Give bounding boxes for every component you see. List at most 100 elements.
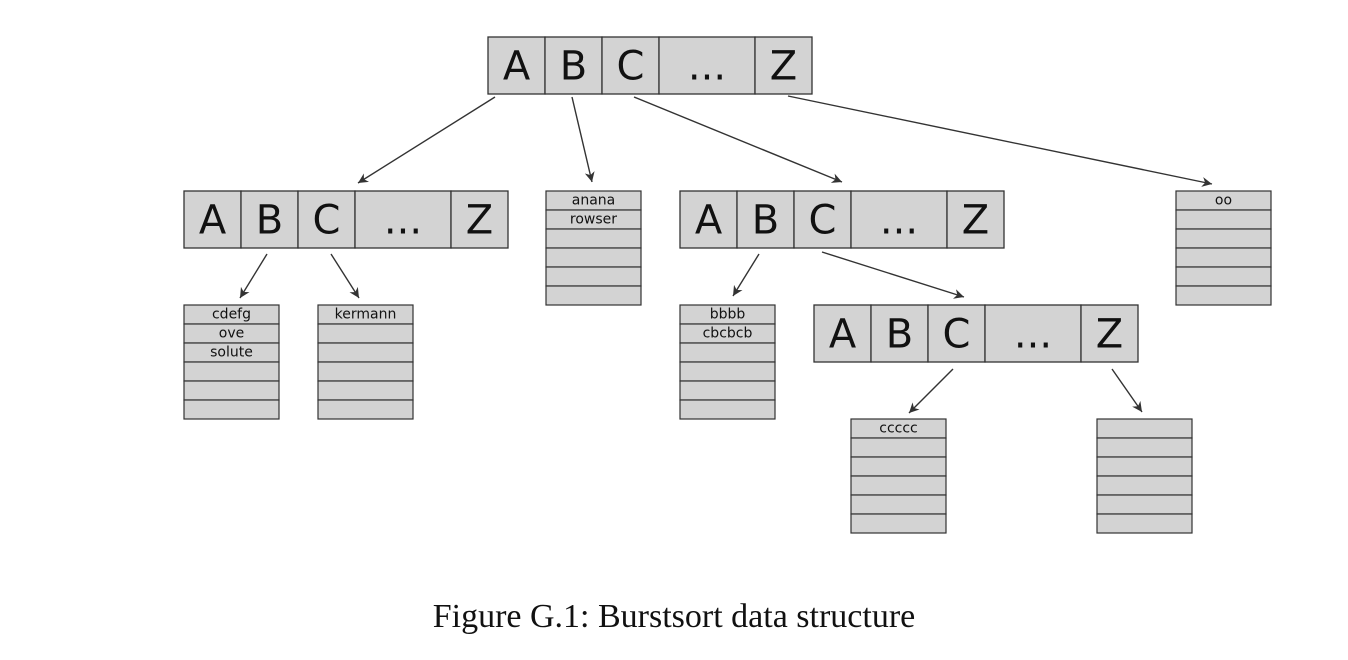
- trie-cell: Z: [450, 190, 509, 249]
- trie-cell: B: [736, 190, 795, 249]
- trie-cell: B: [240, 190, 299, 249]
- bucket-b-empty: [1096, 418, 1193, 534]
- pointer-arrow: [239, 253, 268, 299]
- figure-caption: Figure G.1: Burstsort data structure: [432, 598, 916, 635]
- trie-cell-box: [240, 190, 299, 249]
- trie-cell-box: [544, 36, 603, 95]
- pointer-arrow: [633, 96, 843, 183]
- trie-cell-box: [793, 190, 852, 249]
- trie-cell-label: B: [256, 198, 283, 244]
- trie-cell-box: [870, 304, 929, 363]
- bucket-entry: ccccc: [879, 421, 918, 437]
- trie-cell: C: [601, 36, 660, 95]
- trie-cell-label: B: [752, 198, 779, 244]
- bucket-slot: [850, 475, 947, 496]
- trie-cell-box: [601, 36, 660, 95]
- bucket-slot: [545, 247, 642, 268]
- trie-cell: ...: [354, 190, 452, 249]
- bucket-slot: [850, 494, 947, 515]
- bucket-slot: [183, 361, 280, 382]
- pointer-arrow: [1111, 368, 1143, 413]
- bucket-slot: [545, 266, 642, 287]
- trie-cell: ...: [850, 190, 948, 249]
- pointer-arrow: [821, 251, 965, 299]
- trie-cell: A: [487, 36, 546, 95]
- trie-cell-box: [450, 190, 509, 249]
- trie-cell-box: [354, 190, 452, 249]
- trie-cell-box: [984, 304, 1082, 363]
- bucket-slot: [183, 399, 280, 420]
- bucket-entry: cdefg: [212, 307, 251, 323]
- bucket-slot: [317, 342, 414, 363]
- trie-cell: ...: [984, 304, 1082, 363]
- trie-cell-label: ...: [880, 198, 918, 244]
- trie-cell-label: B: [886, 312, 913, 358]
- trie-cell-label: C: [809, 198, 837, 244]
- bucket-b-ccccc: ccccc: [850, 418, 947, 534]
- trie-cell-label: A: [503, 44, 531, 90]
- bucket-slot: [1175, 228, 1272, 249]
- trie-cell-label: Z: [770, 44, 797, 90]
- trie-cell-label: A: [829, 312, 857, 358]
- bucket-slot: [1175, 209, 1272, 230]
- bucket-slot: [317, 399, 414, 420]
- pointer-arrow: [787, 95, 1213, 187]
- trie-cell: Z: [754, 36, 813, 95]
- trie-cell: ...: [658, 36, 756, 95]
- pointer-arrow: [571, 96, 595, 183]
- trie-cell-label: C: [313, 198, 341, 244]
- trie-cell-label: ...: [384, 198, 422, 244]
- bucket-entry: cbcbcb: [703, 326, 753, 342]
- trie-cell: Z: [1080, 304, 1139, 363]
- trie-cell-label: ...: [688, 44, 726, 90]
- bucket-slot: [1096, 494, 1193, 515]
- bucket-slot: [317, 380, 414, 401]
- trie-cell-label: A: [199, 198, 227, 244]
- trie-cell-box: [297, 190, 356, 249]
- trie-cell-label: A: [695, 198, 723, 244]
- pointer-arrow: [732, 253, 760, 297]
- trie-cell-label: C: [943, 312, 971, 358]
- bucket-slot: [183, 380, 280, 401]
- bucket-slot: [1096, 513, 1193, 534]
- bucket-slot: [850, 437, 947, 458]
- bucket-slot: [850, 456, 947, 477]
- trie-cell: B: [870, 304, 929, 363]
- bucket-slot: [1096, 475, 1193, 496]
- trie-cell-box: [1080, 304, 1139, 363]
- bucket-entry: oo: [1215, 193, 1232, 209]
- edges: [239, 95, 1213, 414]
- bucket-slot: [317, 361, 414, 382]
- bucket-entry: anana: [572, 193, 615, 209]
- bucket-slot: [1175, 266, 1272, 287]
- trie-cell-label: Z: [466, 198, 493, 244]
- trie-cell-label: B: [560, 44, 587, 90]
- bucket-slot: [1175, 285, 1272, 306]
- trie-cell-box: [658, 36, 756, 95]
- bucket-slot: [1096, 418, 1193, 439]
- trie-cell: C: [927, 304, 986, 363]
- trie-cell-box: [736, 190, 795, 249]
- trie-cell-box: [813, 304, 872, 363]
- bucket-slot: [1096, 456, 1193, 477]
- bucket-slot: [679, 361, 776, 382]
- bucket-slot: [545, 285, 642, 306]
- bucket-slot: [545, 228, 642, 249]
- trie-cell-box: [850, 190, 948, 249]
- trie-cell: B: [544, 36, 603, 95]
- bucket-slot: [1096, 437, 1193, 458]
- trie-cell: Z: [946, 190, 1005, 249]
- trie-cell: C: [297, 190, 356, 249]
- trie-cell-box: [927, 304, 986, 363]
- bucket-slot: [850, 513, 947, 534]
- bucket-slot: [679, 380, 776, 401]
